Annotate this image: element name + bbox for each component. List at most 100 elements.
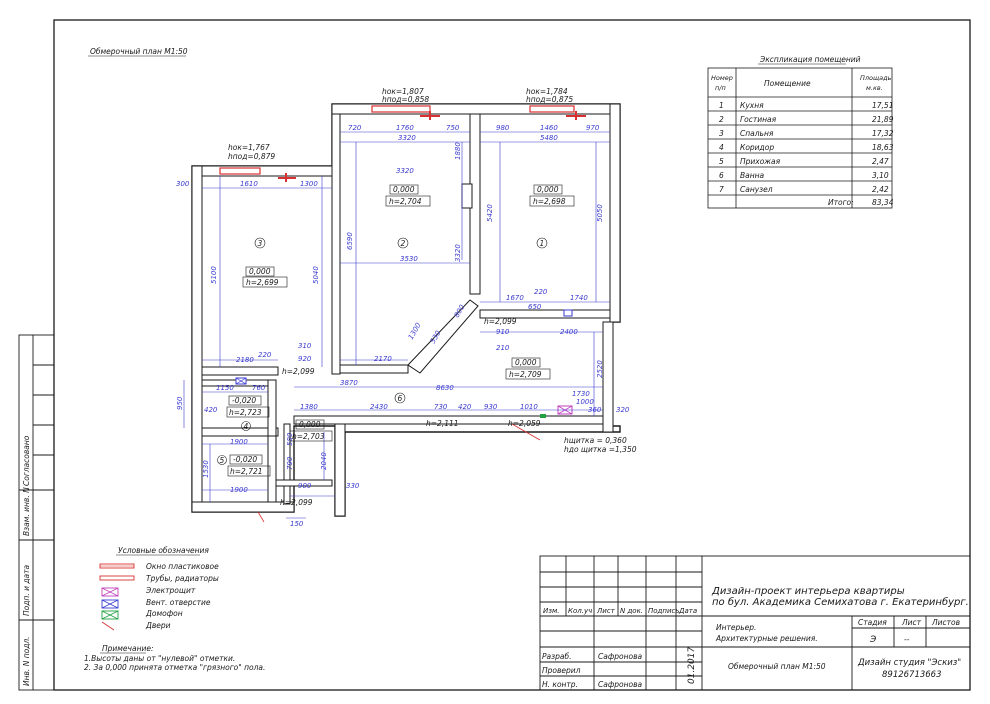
svg-text:h=2,699: h=2,699	[246, 278, 279, 287]
svg-text:760: 760	[252, 384, 266, 392]
svg-text:h=2,059: h=2,059	[508, 419, 541, 428]
explication-table: Экспликация помещений Номер п/п Помещени…	[707, 55, 894, 209]
svg-text:900: 900	[298, 482, 312, 490]
room-name: Ванна	[740, 171, 765, 180]
notes: Примечание: 1.Высоты даны от "нулевой" о…	[84, 644, 265, 672]
svg-text:Двери: Двери	[145, 621, 171, 630]
svg-text:1300: 1300	[407, 321, 423, 341]
svg-text:1900: 1900	[230, 438, 248, 446]
svg-text:Подпись: Подпись	[648, 607, 680, 615]
svg-text:Экспликация помещений: Экспликация помещений	[759, 55, 861, 64]
svg-text:Электрощит: Электрощит	[145, 586, 196, 595]
room-area: 2,42	[872, 185, 889, 194]
svg-text:1900: 1900	[230, 486, 248, 494]
room-2-label: 2 0,000 h=2,704	[385, 184, 431, 249]
svg-text:150: 150	[290, 520, 304, 528]
svg-text:1010: 1010	[520, 403, 538, 411]
svg-text:Э: Э	[869, 635, 877, 645]
room-area: 17,51	[872, 101, 893, 110]
svg-text:1: 1	[540, 239, 545, 248]
svg-text:3: 3	[258, 239, 263, 248]
svg-text:320: 320	[616, 406, 630, 414]
room-5-label: 5 -0,020 h=2,721	[217, 454, 271, 477]
svg-text:750: 750	[446, 124, 460, 132]
svg-text:310: 310	[298, 342, 312, 350]
room-name: Прихожая	[740, 157, 781, 166]
svg-text:Н. контр.: Н. контр.	[542, 680, 578, 689]
svg-text:h=2,099: h=2,099	[484, 317, 517, 326]
room-area: 17,32	[872, 129, 894, 138]
room-area: 3,10	[872, 171, 889, 180]
room-name: Спальня	[740, 129, 774, 138]
svg-text:1380: 1380	[300, 403, 318, 411]
svg-text:Дизайн студия "Эскиз": Дизайн студия "Эскиз"	[857, 658, 961, 668]
svg-text:hпод=0,858: hпод=0,858	[382, 95, 429, 104]
svg-text:--: --	[904, 635, 910, 644]
side-stamp: Согласовано Взам. инв. N Подп. и дата Ин…	[18, 334, 55, 691]
title-block: Дизайн-проект интерьера квартиры по бул.…	[539, 555, 971, 691]
vent-icon	[563, 309, 573, 317]
floor-plan: 300 1610 1300 720 1760 750 3320 3320 353…	[176, 87, 637, 528]
svg-text:6: 6	[398, 394, 403, 403]
svg-text:650: 650	[528, 303, 542, 311]
svg-text:1460: 1460	[540, 124, 558, 132]
room-6-label: 6 0,000 h=2,709	[394, 357, 551, 404]
svg-text:5480: 5480	[540, 134, 558, 142]
svg-text:980: 980	[496, 124, 510, 132]
row-number: 4	[719, 143, 724, 152]
svg-text:1760: 1760	[396, 124, 414, 132]
svg-text:360: 360	[588, 406, 602, 414]
room-name: Гостиная	[740, 115, 777, 124]
svg-text:h=2,704: h=2,704	[389, 197, 422, 206]
row-number: 6	[719, 171, 724, 180]
svg-text:220: 220	[258, 351, 272, 359]
svg-text:Кол.уч: Кол.уч	[568, 607, 592, 615]
svg-text:5040: 5040	[312, 266, 320, 284]
svg-text:Стадия: Стадия	[858, 618, 887, 627]
svg-text:420: 420	[458, 403, 472, 411]
svg-text:1000: 1000	[576, 398, 594, 406]
legend: Условные обозначения Окно пластиковое Тр…	[99, 546, 219, 631]
svg-text:Примечание:: Примечание:	[102, 644, 154, 653]
svg-text:Листов: Листов	[931, 618, 960, 627]
svg-text:1740: 1740	[570, 294, 588, 302]
svg-text:2180: 2180	[236, 356, 254, 364]
svg-text:Окно пластиковое: Окно пластиковое	[146, 562, 219, 571]
room-area: 2,47	[872, 157, 889, 166]
svg-text:Архитектурные решения.: Архитектурные решения.	[715, 634, 818, 643]
svg-text:210: 210	[496, 344, 510, 352]
svg-text:h=2,721: h=2,721	[230, 467, 263, 476]
svg-text:0,000: 0,000	[299, 420, 321, 429]
svg-text:2520: 2520	[596, 360, 604, 378]
svg-text:по бул. Академика Семихатова г: по бул. Академика Семихатова г. Екатерин…	[712, 596, 969, 608]
room-area: 21,89	[872, 115, 894, 124]
svg-text:3320: 3320	[398, 134, 416, 142]
svg-text:hок=1,767: hок=1,767	[228, 143, 270, 152]
svg-text:0,000: 0,000	[393, 185, 415, 194]
svg-text:Итого:: Итого:	[828, 198, 854, 207]
svg-text:Взам. инв. N: Взам. инв. N	[22, 487, 31, 536]
svg-text:790: 790	[286, 456, 294, 470]
row-number: 1	[719, 101, 724, 110]
row-number: 2	[719, 115, 724, 124]
svg-text:970: 970	[586, 124, 600, 132]
svg-text:h=2,111: h=2,111	[426, 419, 459, 428]
svg-text:-0,020: -0,020	[233, 455, 257, 464]
svg-text:Интерьер.: Интерьер.	[716, 623, 756, 632]
intercom-icon	[540, 414, 546, 418]
svg-text:h=2,099: h=2,099	[282, 367, 315, 376]
svg-text:Дата: Дата	[678, 607, 697, 615]
svg-text:2. За 0,000 принята отметка ": 2. За 0,000 принята отметка "грязного" п…	[84, 663, 265, 672]
row-number: 7	[719, 185, 724, 194]
svg-text:83,34: 83,34	[872, 198, 894, 207]
svg-text:1670: 1670	[506, 294, 524, 302]
svg-text:Условные обозначения: Условные обозначения	[118, 546, 209, 555]
svg-text:Лист: Лист	[901, 618, 922, 627]
svg-text:Сафронова: Сафронова	[598, 652, 643, 661]
svg-text:5050: 5050	[596, 204, 604, 222]
svg-text:hщитка = 0,360: hщитка = 0,360	[564, 436, 627, 445]
room-4-label: 4 -0,020 h=2,723	[226, 395, 270, 431]
svg-text:3870: 3870	[340, 379, 358, 387]
door-legend-icon	[101, 621, 115, 631]
